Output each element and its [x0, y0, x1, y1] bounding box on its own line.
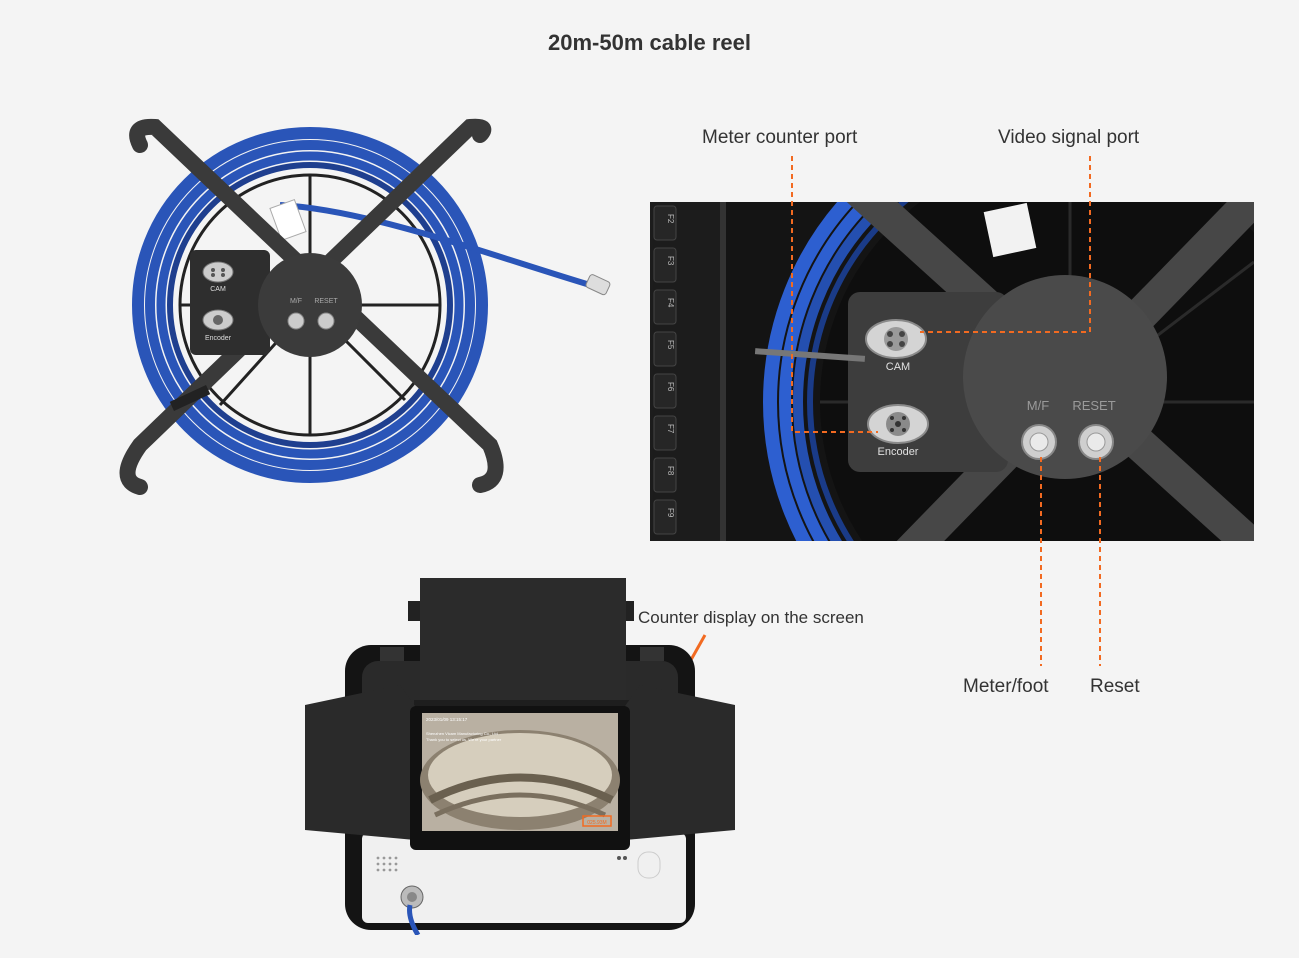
mf-button-closeup-icon: [1021, 424, 1057, 460]
reset-button-closeup-icon: [1078, 424, 1114, 460]
cable-connector: [585, 274, 611, 296]
monitor-case-image: 2023/01/09 13:15:17 Shenzhen Vicam Manuf…: [305, 578, 735, 935]
screen-counter-value: 025.93M: [587, 820, 606, 826]
reset-button-icon: [317, 312, 335, 330]
key-label: F5: [666, 340, 675, 350]
cam-port-closeup-icon: [865, 319, 927, 359]
key-label: F2: [666, 214, 675, 224]
encoder-port-icon: [202, 309, 234, 331]
key-label: F6: [666, 382, 675, 392]
page-title: 20m-50m cable reel: [547, 30, 752, 55]
cable-coil: [132, 127, 488, 483]
meter-foot-label: Meter/foot: [963, 676, 1049, 697]
closeup-encoder-label: Encoder: [878, 446, 919, 458]
reel-cam-label: CAM: [210, 286, 226, 293]
key-label: F7: [666, 424, 675, 434]
reel-reset-label: RESET: [314, 298, 338, 305]
closeup-mf-label: M/F: [1027, 398, 1049, 413]
keyboard-strip: F2 F3 F4 F5 F6 F7 F8 F9: [653, 205, 677, 535]
screen-line-1: Shenzhen Vicam Manufacturing Co., Ltd: [426, 731, 498, 736]
key-label: F3: [666, 256, 675, 266]
screen-line-2: Thank you to select us. We're your partn…: [426, 737, 502, 742]
encoder-port-closeup-icon: [867, 404, 929, 444]
cable-connector-icon: [400, 885, 424, 909]
mf-button-icon: [287, 312, 305, 330]
key-label: F4: [666, 298, 675, 308]
speaker-grille-icon: [376, 856, 398, 872]
reel-encoder-label: Encoder: [205, 335, 232, 342]
video-signal-port-label: Video signal port: [998, 127, 1140, 148]
closeup-photo: F2 F3 F4 F5 F6 F7 F8 F9: [650, 202, 1254, 541]
cable-reel-image: CAM Encoder M/F RESET: [119, 118, 611, 495]
key-label: F8: [666, 466, 675, 476]
counter-display-label: Counter display on the screen: [638, 608, 864, 627]
cam-port-icon: [202, 261, 234, 283]
reset-label: Reset: [1090, 676, 1140, 697]
reel-mf-label: M/F: [290, 298, 302, 305]
key-label: F9: [666, 508, 675, 518]
screen-timestamp: 2023/01/09 13:15:17: [426, 717, 468, 722]
closeup-reset-label: RESET: [1072, 398, 1115, 413]
closeup-cam-label: CAM: [886, 361, 910, 373]
meter-counter-port-label: Meter counter port: [702, 127, 858, 148]
